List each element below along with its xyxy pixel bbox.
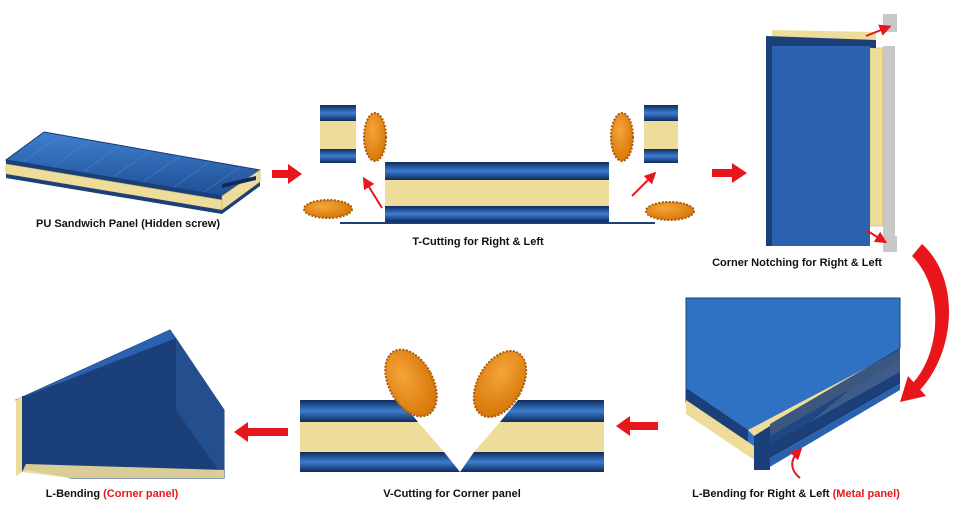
flow-arrow-icon [616,416,658,436]
v-cutting-illustration [300,400,604,472]
l-bending-corner-illustration [15,329,225,479]
l-bending-metal-illustration [685,297,901,479]
saw-blade-icon [303,199,353,219]
caption-v-cutting: V-Cutting for Corner panel [383,488,521,500]
flow-arrow-icon [272,164,302,184]
caption-l-bending-metal: L-Bending for Right & Left (Metal panel) [692,488,900,500]
caption-t-cutting: T-Cutting for Right & Left [412,236,544,248]
t-cutting-illustration [320,105,678,224]
caption-l-bending-corner-highlight: (Corner panel) [103,488,179,500]
curved-arrow-icon [900,244,950,402]
corner-notching-illustration [766,14,897,252]
caption-l-bending-corner-label: L-Bending [46,488,103,500]
caption-pu-panel: PU Sandwich Panel (Hidden screw) [36,218,220,230]
saw-blade-icon [472,349,528,419]
saw-blade-icon [610,112,634,162]
flow-arrow-icon [712,163,747,183]
caption-corner-notching: Corner Notching for Right & Left [712,257,882,269]
flow-arrow-icon [234,422,288,442]
caption-l-bending-metal-highlight: (Metal panel) [833,488,901,500]
caption-l-bending-metal-label: L-Bending for Right & Left [692,488,833,500]
saw-blade-icon [363,112,387,162]
pu-panel-illustration [4,131,262,214]
saw-blade-icon [384,348,438,418]
caption-l-bending-corner: L-Bending (Corner panel) [46,488,179,500]
saw-blade-icon [645,201,695,221]
